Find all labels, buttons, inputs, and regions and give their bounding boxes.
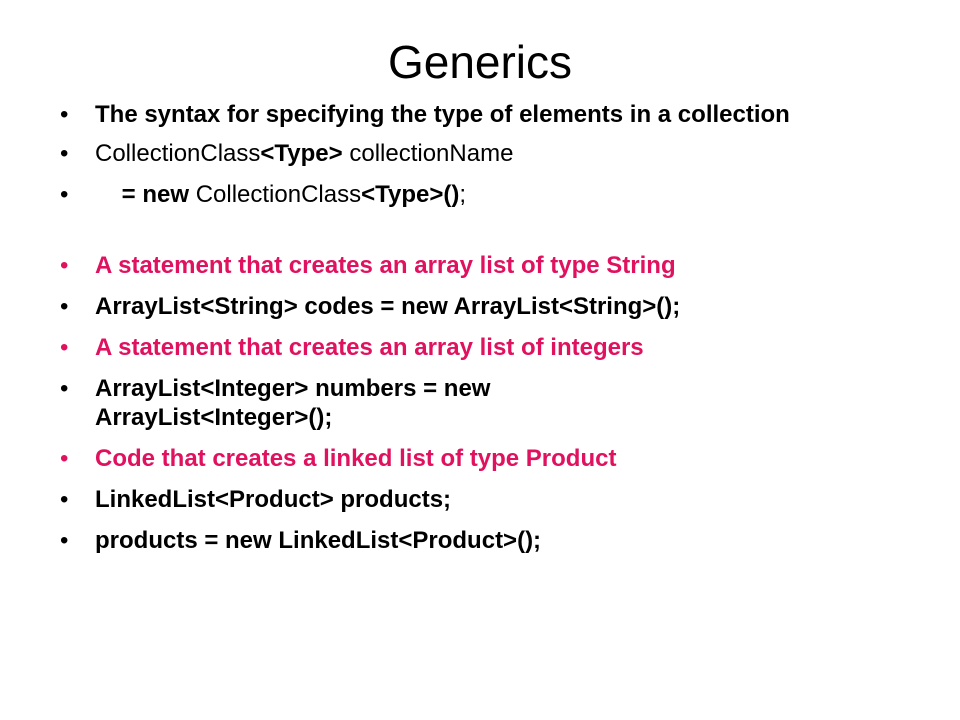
bullet-item: • A statement that creates an array list…: [60, 251, 940, 280]
bullet-item: • CollectionClass<Type> collectionName: [60, 139, 940, 168]
bullet-text: A statement that creates an array list o…: [95, 252, 676, 279]
bullet-text-segment: CollectionClass: [189, 181, 362, 208]
bullet-item: • Code that creates a linked list of typ…: [60, 444, 940, 473]
bullet-dot: •: [60, 252, 69, 279]
bullet-item: • The syntax for specifying the type of …: [60, 100, 940, 129]
bullet-text: products = new LinkedList<Product>();: [95, 527, 542, 554]
bullet-text: The syntax for specifying the type of el…: [95, 101, 790, 128]
bullet-item: • products = new LinkedList<Product>();: [60, 526, 940, 555]
bullet-item: • = new CollectionClass<Type>();: [60, 180, 940, 209]
bullet-text: Code that creates a linked list of type …: [95, 445, 617, 472]
bullet-dot: •: [60, 375, 69, 402]
bullet-dot: •: [60, 181, 69, 208]
bullet-list: • The syntax for specifying the type of …: [60, 100, 940, 555]
bullet-text-segment: = new: [95, 181, 190, 208]
bullet-text: ArrayList<String> codes = new ArrayList<…: [95, 293, 681, 320]
bullet-item: • ArrayList<Integer> numbers = new Array…: [60, 374, 655, 432]
bullet-dot: •: [60, 101, 69, 128]
bullet-dot: •: [60, 486, 69, 513]
bullet-text: LinkedList<Product> products;: [95, 486, 452, 513]
bullet-text-segment: <Type>: [260, 140, 343, 167]
bullet-text: A statement that creates an array list o…: [95, 334, 644, 361]
bullet-text-segment: <Type>(): [361, 181, 460, 208]
bullet-text-segment: CollectionClass: [95, 140, 261, 167]
bullet-dot: •: [60, 445, 69, 472]
bullet-item: • A statement that creates an array list…: [60, 333, 940, 362]
slide-title: Generics: [387, 36, 573, 88]
bullet-text-segment: collectionName: [342, 140, 514, 167]
bullet-dot: •: [60, 527, 69, 554]
bullet-dot: •: [60, 334, 69, 361]
bullet-text-segment: ;: [459, 181, 467, 208]
bullet-text: ArrayList<Integer> numbers = new ArrayLi…: [95, 375, 491, 431]
bullet-item: • ArrayList<String> codes = new ArrayLis…: [60, 292, 940, 321]
bullet-dot: •: [60, 140, 69, 167]
bullet-item: • LinkedList<Product> products;: [60, 485, 940, 514]
bullet-dot: •: [60, 293, 69, 320]
